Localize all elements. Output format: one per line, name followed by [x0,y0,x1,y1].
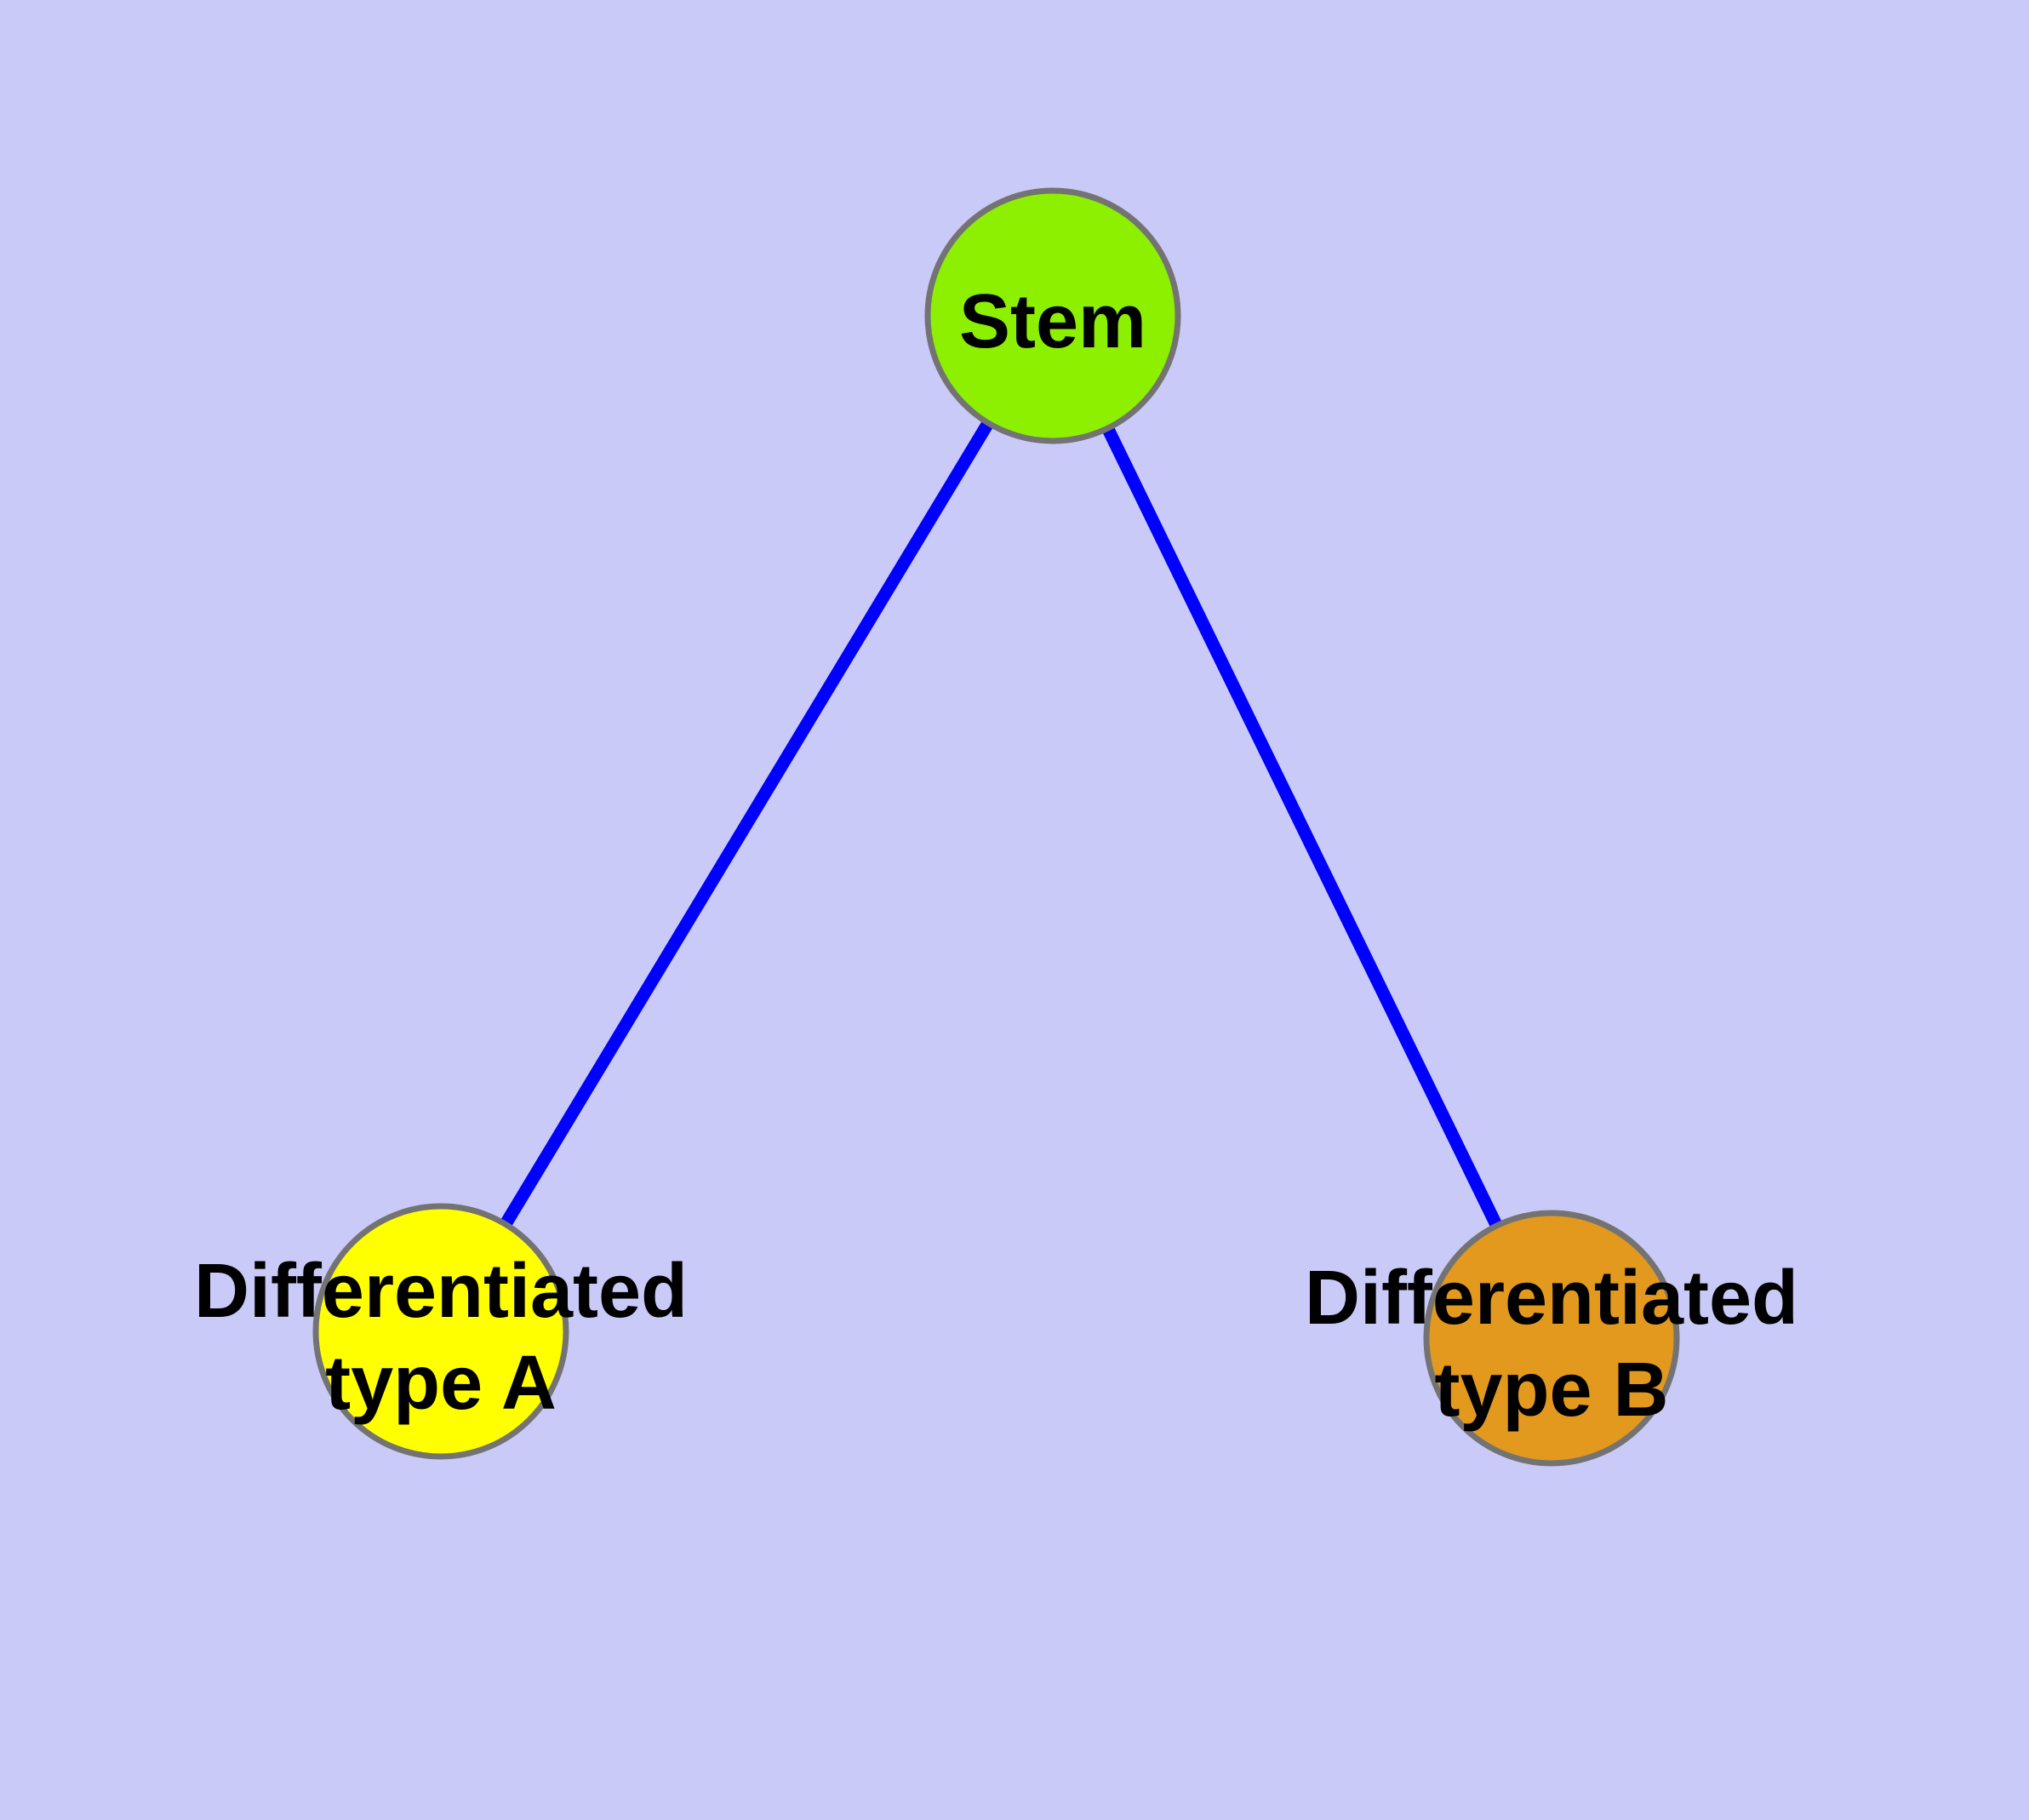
node-stem-label: Stem [959,279,1146,364]
node-type-b-label-line1: Differentiated [1305,1256,1798,1341]
edge-stem-to-type-a [435,312,1059,1335]
node-type-a-label-line2: type A [325,1341,557,1426]
edge-stem-to-type-b [1047,312,1557,1342]
node-stem-circle [924,187,1181,444]
node-type-b-label-line2: type B [1434,1348,1668,1433]
node-type-b-circle [1423,1210,1680,1467]
node-type-a-circle [312,1203,569,1460]
node-type-a-label-line1: Differentiated [194,1249,688,1334]
